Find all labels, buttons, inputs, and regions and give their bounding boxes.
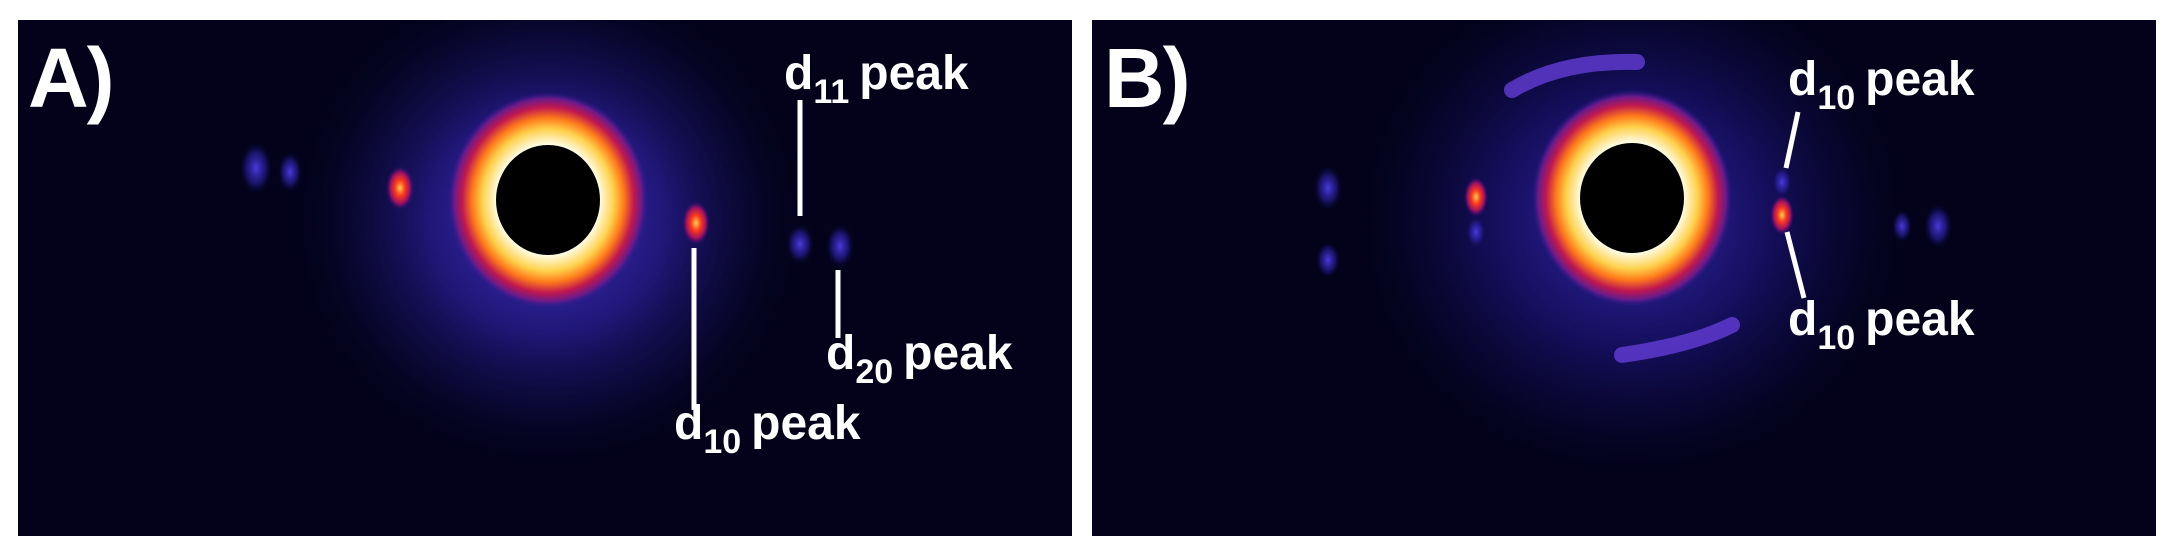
d10-spot-right xyxy=(682,201,710,245)
faint-spot-right-high xyxy=(1772,166,1792,198)
faint-spot-left-2 xyxy=(1316,242,1340,278)
faint-spot-left xyxy=(240,142,272,194)
diffraction-pattern-a xyxy=(240,20,854,470)
faint-spot-left-2 xyxy=(278,152,302,192)
lower-arc xyxy=(1614,317,1740,363)
faint-spot-right xyxy=(1924,204,1952,248)
d10-spot-left xyxy=(1464,177,1488,217)
faint-spot-right-2 xyxy=(1892,210,1912,242)
upper-arc xyxy=(1504,53,1645,98)
d11-spot xyxy=(786,224,814,264)
d20-spot xyxy=(826,224,854,268)
d10-lower-pointer xyxy=(1784,231,1807,299)
d10-upper-pointer xyxy=(1783,111,1801,169)
faint-spot-left-low xyxy=(1466,216,1486,248)
panel-label-b: B) xyxy=(1104,31,1191,125)
faint-spot-left xyxy=(1314,166,1342,210)
d10-spot-right xyxy=(1770,195,1794,235)
d10-spot-left xyxy=(386,166,414,210)
panel-label-a: A) xyxy=(28,31,115,125)
diffraction-pattern-b xyxy=(1314,20,1952,480)
beamstop xyxy=(1580,143,1684,253)
beamstop xyxy=(496,145,600,255)
